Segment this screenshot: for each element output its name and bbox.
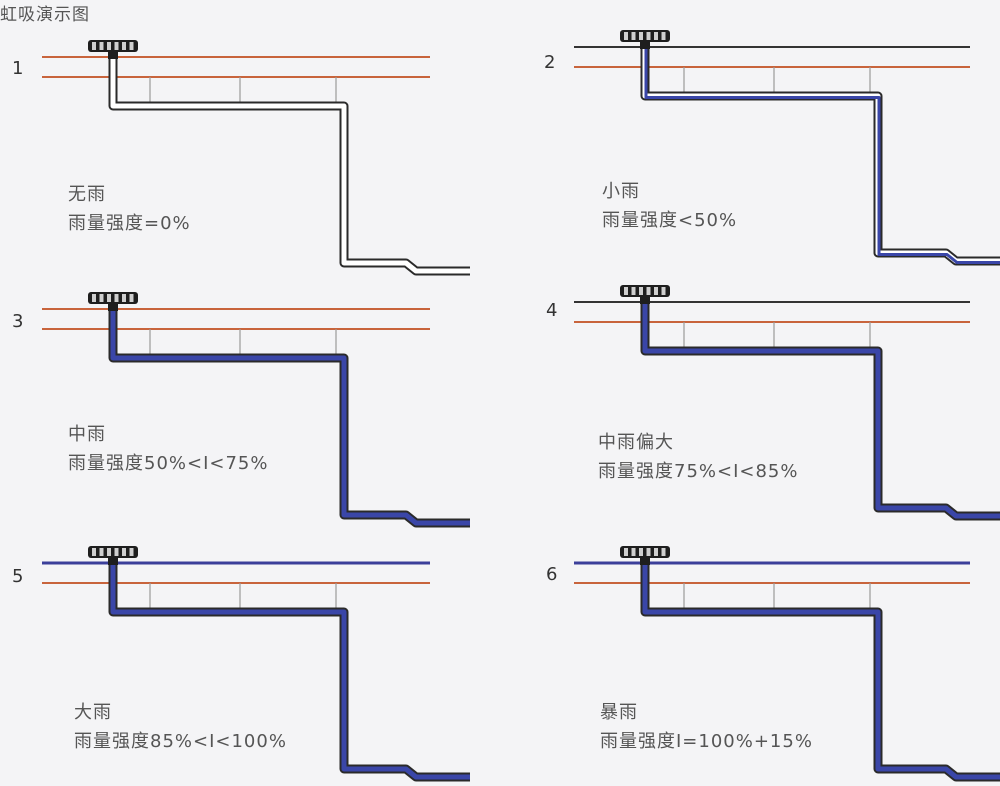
rain-type-label: 小雨 (602, 181, 640, 202)
panel-caption-5: 大雨 雨量强度85%<I<100% (74, 698, 287, 756)
rain-intensity-label: 雨量强度<50% (602, 210, 738, 231)
water-trickle (644, 48, 1000, 264)
drain-grate-slot (646, 548, 651, 556)
drain-grate-slot (646, 287, 651, 295)
drain-grate-slot (114, 42, 119, 50)
drain-grate-slot (122, 42, 126, 50)
drain-grate-slot (639, 548, 643, 556)
diagram-title: 虹吸演示图 (0, 5, 90, 25)
drain-grate-slot (92, 294, 96, 302)
panel-caption-4: 中雨偏大 雨量强度75%<I<85% (598, 428, 799, 486)
pipe-interior (110, 563, 470, 780)
drain-grate-slot (92, 548, 96, 556)
pipe-interior (110, 57, 470, 274)
siphon-panel-6 (574, 546, 1000, 782)
drain-neck (640, 557, 650, 565)
pipe-interior (642, 302, 1000, 519)
drain-grate-slot (639, 32, 643, 40)
drain-grate-slot (624, 287, 628, 295)
panel-number-6: 6 (546, 564, 558, 585)
pipe-outline (108, 57, 470, 276)
siphon-panel-5 (42, 546, 470, 782)
drain-grate-slot (646, 32, 651, 40)
drain-grate-slot (639, 287, 643, 295)
rain-intensity-label: 雨量强度=0% (68, 213, 191, 234)
panel-number-4: 4 (546, 300, 558, 321)
drain-grate-slot (654, 548, 658, 556)
rain-type-label: 无雨 (68, 184, 106, 205)
drain-grate-slot (631, 32, 636, 40)
drain-grate-slot (661, 32, 666, 40)
panel-number-2: 2 (544, 52, 556, 73)
drain-grate-slot (661, 548, 666, 556)
drain-grate-slot (107, 548, 111, 556)
pipe-outline (108, 309, 470, 528)
drain-neck (640, 296, 650, 304)
drain-grate-slot (654, 287, 658, 295)
drain-grate-slot (114, 548, 119, 556)
rain-intensity-label: 雨量强度50%<I<75% (68, 453, 269, 474)
panel-number-5: 5 (12, 566, 24, 587)
drain-grate-slot (631, 287, 636, 295)
panel-number-1: 1 (12, 58, 24, 79)
drain-neck (108, 557, 118, 565)
pipe-interior (110, 309, 470, 526)
drain-grate-slot (654, 32, 658, 40)
drain-grate-slot (631, 548, 636, 556)
drain-neck (640, 41, 650, 49)
rain-type-label: 大雨 (74, 702, 112, 723)
panel-caption-1: 无雨 雨量强度=0% (68, 180, 191, 238)
rain-intensity-label: 雨量强度85%<I<100% (74, 731, 287, 752)
siphon-panel-1 (42, 40, 470, 276)
drain-grate-slot (661, 287, 666, 295)
pipe-interior (642, 563, 1000, 780)
drain-neck (108, 51, 118, 59)
drain-grate-slot (107, 294, 111, 302)
rain-intensity-label: 雨量强度I=100%+15% (600, 731, 813, 752)
drain-grate-slot (107, 42, 111, 50)
drain-neck (108, 303, 118, 311)
drain-grate-slot (92, 42, 96, 50)
drain-grate-slot (624, 32, 628, 40)
rain-intensity-label: 雨量强度75%<I<85% (598, 461, 799, 482)
drain-grate-slot (99, 294, 104, 302)
drain-grate-slot (129, 42, 134, 50)
drain-grate-slot (114, 294, 119, 302)
siphon-panel-4 (574, 285, 1000, 521)
panel-caption-6: 暴雨 雨量强度I=100%+15% (600, 698, 813, 756)
siphon-panel-3 (42, 292, 470, 528)
drain-grate-slot (122, 548, 126, 556)
drain-grate-slot (624, 548, 628, 556)
drain-grate-slot (99, 548, 104, 556)
drain-grate-slot (129, 548, 134, 556)
panel-caption-3: 中雨 雨量强度50%<I<75% (68, 420, 269, 478)
rain-type-label: 中雨 (68, 424, 106, 445)
panel-number-3: 3 (12, 311, 24, 332)
panel-caption-2: 小雨 雨量强度<50% (602, 177, 737, 235)
rain-type-label: 暴雨 (600, 702, 638, 723)
drain-grate-slot (129, 294, 134, 302)
drain-grate-slot (99, 42, 104, 50)
drain-grate-slot (122, 294, 126, 302)
siphon-panel-2 (574, 30, 1000, 266)
rain-type-label: 中雨偏大 (598, 432, 674, 453)
